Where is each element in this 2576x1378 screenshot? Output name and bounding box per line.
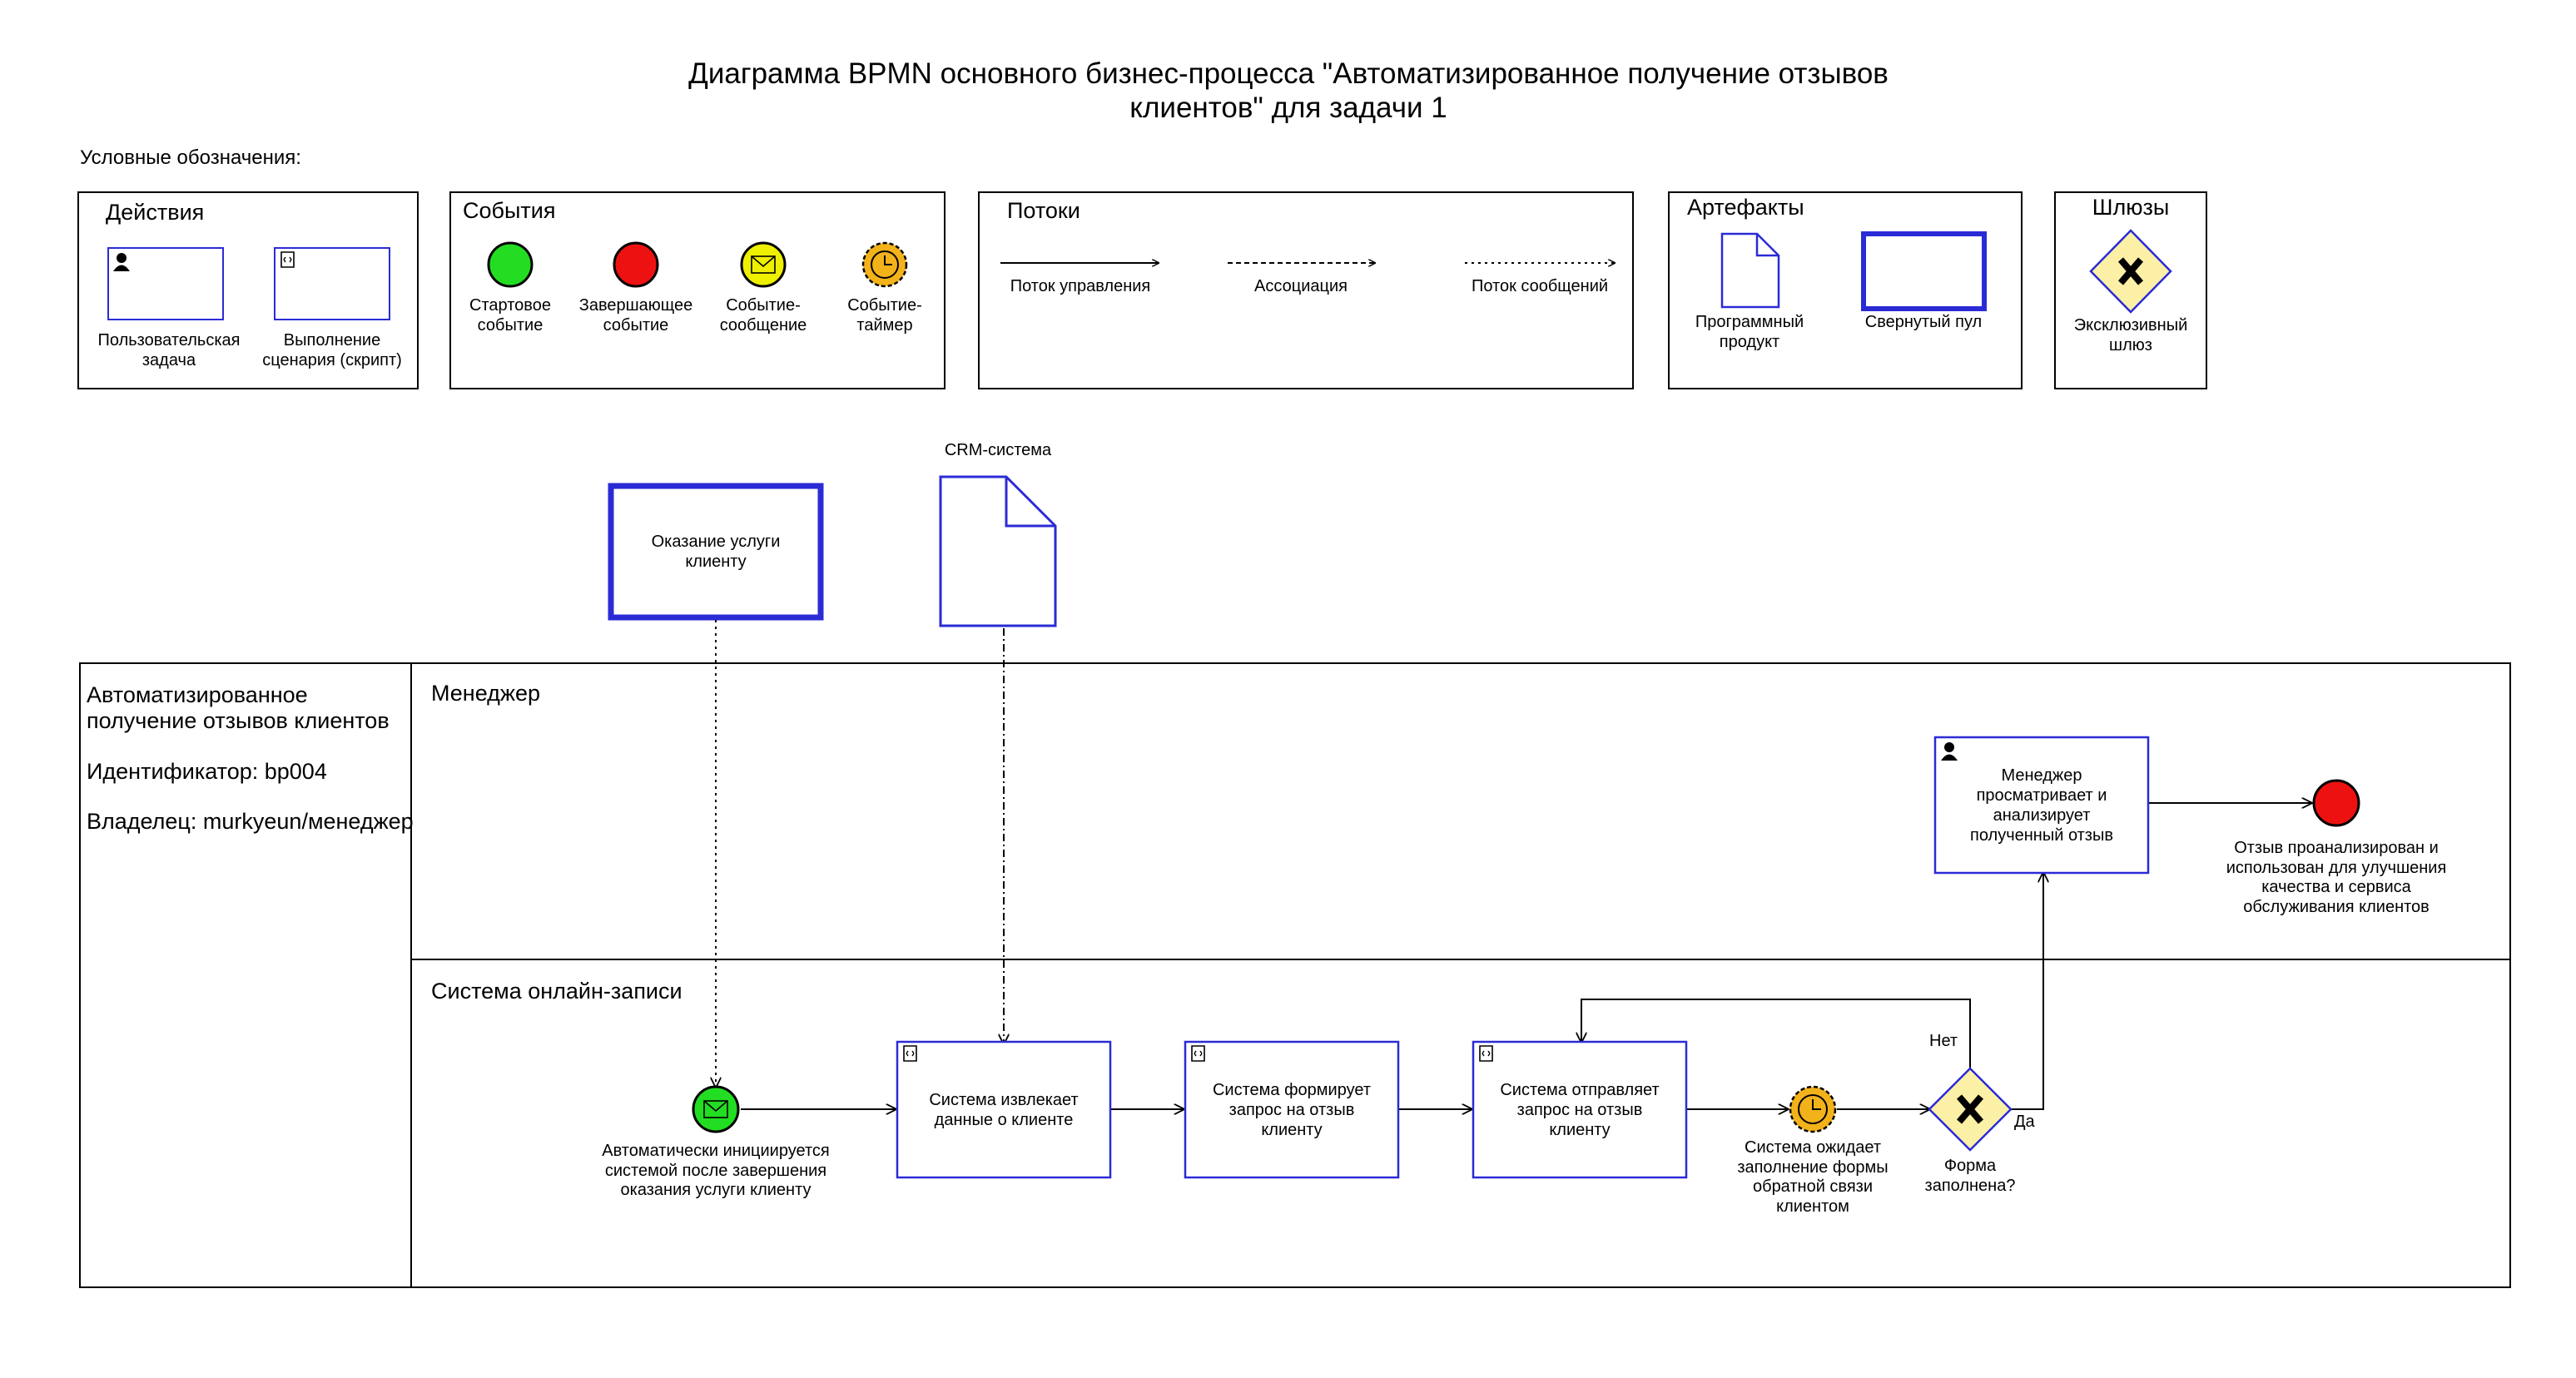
collapsed-pool-service-label: Оказание услуги клиенту — [651, 533, 781, 571]
task-extract-label: Система извлекает данные о клиенте — [929, 1090, 1079, 1129]
user-icon — [1941, 742, 1958, 761]
gateway-no-label: Нет — [1929, 1032, 1958, 1050]
gateway-yes-label: Да — [2014, 1113, 2035, 1131]
legend-heading: Условные обозначения: — [80, 146, 301, 169]
task-review-label: Менеджер просматривает и анализирует пол… — [1970, 766, 2113, 845]
user-icon — [113, 253, 130, 271]
end-event-label: Отзыв проанализирован и использован для … — [2226, 839, 2447, 916]
task-send-label: Система отправляет запрос на отзыв клиен… — [1500, 1080, 1660, 1139]
legend-timer-label: Событие- таймер — [847, 296, 922, 335]
legend-association-label: Ассоциация — [1254, 277, 1348, 295]
legend-actions-frame — [77, 191, 419, 389]
flow-gateway-no-loop — [1581, 999, 1971, 1068]
legend-start-event-shape — [487, 241, 534, 288]
legend-collapsed-pool-label: Свернутый пул — [1864, 313, 1983, 331]
legend-exclusive-label: Эксклюзивный шлюз — [2073, 316, 2188, 354]
legend-artifacts-frame — [1668, 191, 2023, 389]
legend-start-label: Стартовое событие — [469, 296, 551, 335]
timer-event-label: Система ожидает заполнение формы обратно… — [1737, 1138, 1889, 1216]
legend-artifacts-title: Артефакты — [1687, 195, 1804, 220]
lane-manager-label: Менеджер — [431, 681, 540, 706]
envelope-icon — [751, 255, 776, 274]
legend-script-task-label: Выполнение сценария (скрипт) — [262, 331, 402, 369]
page-title: Диаграмма BPMN основного бизнес-процесса… — [688, 57, 1889, 125]
legend-collapsed-pool-shape — [1861, 231, 1987, 311]
legend-data-object-shape — [1720, 232, 1780, 309]
clock-icon — [871, 250, 899, 279]
crm-data-object — [939, 475, 1057, 627]
start-event-label: Автоматически инициируется системой посл… — [602, 1142, 830, 1200]
legend-gateways-frame — [2054, 191, 2207, 389]
task-form-shape — [1184, 1040, 1400, 1179]
legend-message-label: Событие- сообщение — [719, 296, 807, 335]
pool-frame — [79, 662, 2511, 1288]
legend-flows-title: Потоки — [1007, 198, 1080, 223]
gateway-label: Форма заполнена? — [1924, 1157, 2016, 1195]
legend-data-object-label: Программный продукт — [1695, 313, 1804, 351]
script-icon — [903, 1045, 917, 1062]
task-extract-shape — [896, 1040, 1112, 1179]
script-icon — [1479, 1045, 1493, 1062]
task-review-shape — [1933, 736, 2150, 875]
pool-owner: Владелец: murkyeun/менеджер — [87, 809, 414, 834]
pool-name: Автоматизированное получение отзывов кли… — [87, 682, 390, 734]
legend-flows-frame — [978, 191, 1634, 389]
script-icon — [1191, 1045, 1205, 1062]
task-send-shape — [1472, 1040, 1688, 1179]
legend-end-label: Завершающее событие — [578, 296, 693, 335]
legend-actions-title: Действия — [106, 200, 205, 225]
legend-end-event-shape — [613, 241, 659, 288]
legend-events-frame — [449, 191, 946, 389]
collapsed-pool-service — [608, 483, 824, 621]
legend-user-task-shape — [107, 247, 224, 320]
envelope-icon — [703, 1100, 728, 1118]
x-mark-icon — [1956, 1094, 1984, 1124]
task-form-label: Система формирует запрос на отзыв клиент… — [1212, 1080, 1372, 1139]
lane-system-label: Система онлайн-записи — [431, 979, 682, 1004]
flow-gateway-yes-to-review — [2011, 873, 2043, 1110]
crm-data-object-label: CRM-система — [944, 441, 1052, 459]
legend-user-task-label: Пользовательская задача — [97, 331, 241, 369]
pool-identifier: Идентификатор: bp004 — [87, 759, 327, 784]
end-event — [2312, 779, 2360, 827]
legend-control-flow-label: Поток управления — [1010, 277, 1151, 295]
legend-gateways-title: Шлюзы — [2092, 195, 2170, 220]
x-mark-icon — [2117, 257, 2144, 285]
clock-icon — [1798, 1094, 1828, 1124]
legend-message-flow-label: Поток сообщений — [1471, 277, 1609, 295]
legend-events-title: События — [463, 198, 556, 223]
script-icon — [280, 251, 295, 268]
